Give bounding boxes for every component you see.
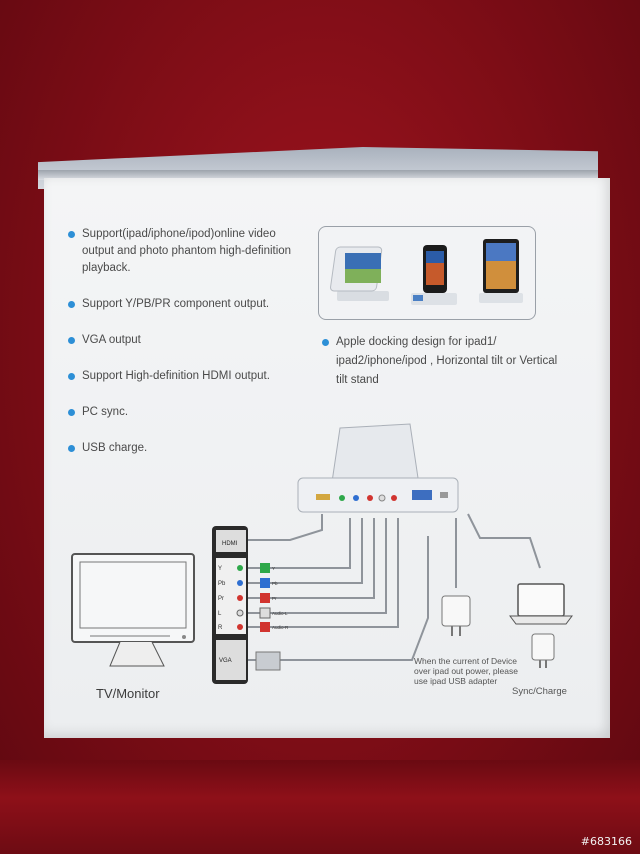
port-y <box>237 565 243 571</box>
bullet-icon <box>322 339 329 346</box>
tv-monitor-icon <box>71 553 195 667</box>
laptop-icon <box>509 583 573 625</box>
dock-caption: Apple docking design for ipad1/ ipad2/ip… <box>322 333 566 390</box>
power-adapter-icon <box>441 595 471 636</box>
pr-plug <box>260 593 270 603</box>
iphone-icon <box>411 245 457 305</box>
tv-monitor-label: TV/Monitor <box>96 686 160 701</box>
dock-caption-text: Apple docking design for ipad1/ ipad2/ip… <box>336 336 558 386</box>
bullet-icon <box>68 445 75 452</box>
feature-text: VGA output <box>82 334 141 346</box>
bullet-icon <box>68 301 75 308</box>
plug-label-l: Audio-L <box>272 611 288 616</box>
y-cable <box>248 518 351 569</box>
l-cable <box>248 518 387 614</box>
plug-label-pr: Pr <box>272 596 277 601</box>
red-fabric-background <box>0 760 640 854</box>
feature-text: Support(ipad/iphone/ipod)online video ou… <box>82 228 292 274</box>
feature-text: USB charge. <box>82 442 148 454</box>
usb-cable <box>467 513 541 569</box>
port-label-l: L <box>218 611 222 617</box>
hdmi-port-label: HDMI <box>222 541 238 547</box>
hdmi-cable <box>248 514 323 541</box>
feature-text: PC sync. <box>82 406 129 418</box>
port-r <box>237 624 243 630</box>
feature-text: Support Y/PB/PR component output. <box>82 298 270 310</box>
connection-diagram: HDMI Y Pb Pr L R VGA Y Pb Pr Audio-L <box>71 423 573 684</box>
port-pb <box>237 580 243 586</box>
feature-item: PC sync. <box>68 404 308 421</box>
bullet-icon <box>68 231 75 238</box>
vga-port-label: VGA <box>219 658 232 664</box>
ipad-vertical-icon <box>479 239 523 303</box>
vga-plug <box>255 651 281 671</box>
vga-port <box>216 640 246 680</box>
feature-item: Support High-definition HDMI output. <box>68 368 308 385</box>
pr-cable <box>248 518 375 599</box>
usb-charger-icon <box>531 633 555 668</box>
sync-charge-label: Sync/Charge <box>512 686 567 697</box>
feature-item: VGA output <box>68 332 308 349</box>
l-plug <box>259 607 271 619</box>
box-top-edge <box>38 170 598 180</box>
pb-cable <box>248 518 363 584</box>
device-photos-frame <box>318 226 536 320</box>
port-l <box>236 609 244 617</box>
feature-text: Support High-definition HDMI output. <box>82 370 270 382</box>
r-cable <box>248 518 399 628</box>
hdmi-port <box>216 530 246 552</box>
plug-label-r: Audio-R <box>272 625 289 630</box>
feature-item: Support Y/PB/PR component output. <box>68 296 308 313</box>
plug-label-y: Y <box>272 566 275 571</box>
r-plug <box>260 622 270 632</box>
bullet-icon <box>68 337 75 344</box>
bullet-icon <box>68 373 75 380</box>
dock-unit-icon <box>297 423 459 513</box>
feature-list: Support(ipad/iphone/ipod)online video ou… <box>68 226 308 476</box>
plug-label-pb: Pb <box>272 581 278 586</box>
feature-item: Support(ipad/iphone/ipod)online video ou… <box>68 226 308 277</box>
feature-item: USB charge. <box>68 440 308 457</box>
port-label-r: R <box>218 625 223 631</box>
pb-plug <box>260 578 270 588</box>
image-id-watermark: #683166 <box>580 835 632 848</box>
port-label-y: Y <box>218 566 222 572</box>
ipad-horizontal-icon <box>330 246 389 301</box>
bullet-icon <box>68 409 75 416</box>
vga-cable <box>248 536 429 661</box>
docked-devices-illustration <box>330 239 523 305</box>
port-label-pr: Pr <box>218 596 224 602</box>
port-pr <box>237 595 243 601</box>
y-plug <box>260 563 270 573</box>
port-label-pb: Pb <box>218 581 226 587</box>
usb-adapter-note: When the current of Device over ipad out… <box>414 656 518 686</box>
